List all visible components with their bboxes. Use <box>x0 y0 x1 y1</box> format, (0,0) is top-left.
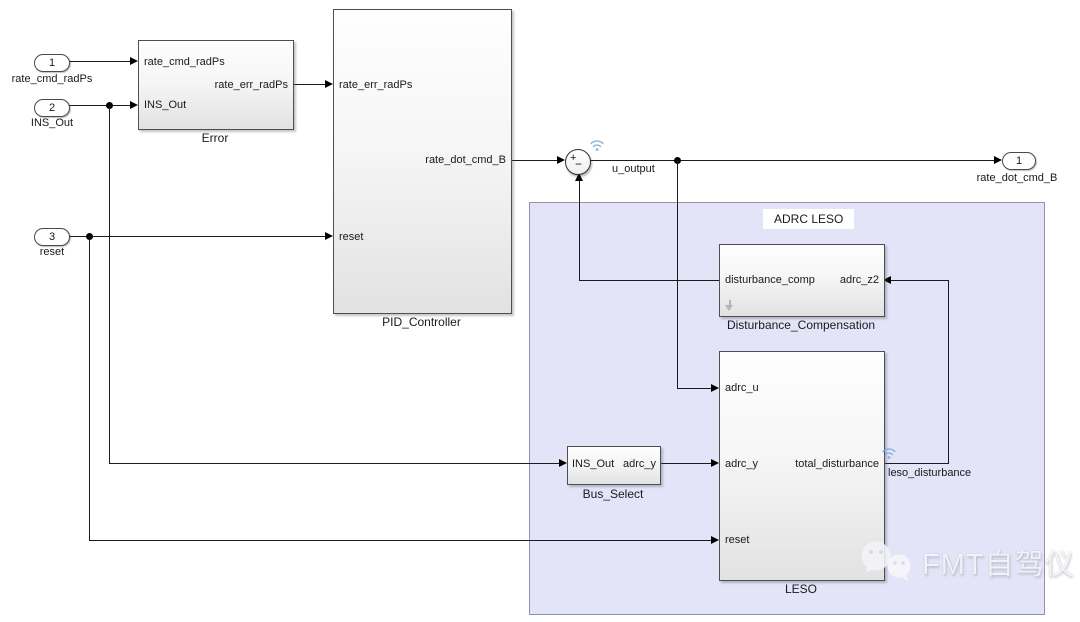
wire-feedback-vertical[interactable] <box>948 280 949 464</box>
wire-insout-to-busselect[interactable] <box>109 463 559 464</box>
leso-port-in3: reset <box>725 534 750 546</box>
arrowhead <box>575 173 583 181</box>
wire-busselect-to-leso[interactable] <box>659 463 711 464</box>
disturbance-compensation-block[interactable]: disturbance_comp adrc_z2 <box>719 244 885 317</box>
inport-1[interactable]: 1 <box>34 54 70 72</box>
inport-3-label: reset <box>39 246 65 258</box>
arrowhead <box>325 80 333 88</box>
wire-reset-to-leso[interactable] <box>89 540 711 541</box>
wire-uoutput-to-leso[interactable] <box>677 388 711 389</box>
leso-port-out1: total_disturbance <box>795 458 879 470</box>
sum-block[interactable]: + − <box>565 149 591 175</box>
pid-controller-block-name: PID_Controller <box>382 315 461 329</box>
arrowhead <box>325 232 333 240</box>
adrc-leso-region-label[interactable]: ADRC LESO <box>763 209 855 229</box>
down-arrow-icon <box>725 300 734 312</box>
arrowhead <box>883 276 891 284</box>
inport-2[interactable]: 2 <box>34 99 70 117</box>
arrowhead <box>559 459 567 467</box>
error-port-out1: rate_err_radPs <box>214 79 288 91</box>
outport-1[interactable]: 1 <box>1002 152 1036 170</box>
arrowhead <box>711 384 719 392</box>
wire-dc-out-horizontal[interactable] <box>579 280 719 281</box>
dc-port-in1: adrc_z2 <box>839 274 879 286</box>
arrowhead <box>557 156 565 164</box>
bus-select-block[interactable]: INS_Out adrc_y <box>567 446 661 485</box>
wire-reset-to-pid[interactable] <box>68 236 325 237</box>
arrowhead <box>711 536 719 544</box>
signal-logging-icon[interactable] <box>589 139 605 153</box>
leso-block-name: LESO <box>784 582 817 596</box>
wire-feedback-to-dc[interactable] <box>891 280 948 281</box>
wechat-icon <box>861 541 911 581</box>
wire-inport1-to-error[interactable] <box>68 61 131 62</box>
pid-port-in2: reset <box>339 231 364 243</box>
signal-label-leso-disturbance: leso_disturbance <box>888 467 972 479</box>
inport-2-number: 2 <box>48 102 56 114</box>
wire-inport2-to-error[interactable] <box>68 105 131 106</box>
leso-port-in2: adrc_y <box>725 458 759 470</box>
watermark-text: FMT自驾仪 <box>922 549 1075 581</box>
inport-3-number: 3 <box>48 231 56 243</box>
signal-logging-icon[interactable] <box>881 447 897 461</box>
leso-port-in1: adrc_u <box>725 382 759 394</box>
arrowhead <box>711 459 719 467</box>
watermark: FMT自驾仪 <box>858 538 1075 586</box>
wire-error-to-pid[interactable] <box>292 84 325 85</box>
inport-1-number: 1 <box>48 57 56 69</box>
arrowhead <box>130 101 138 109</box>
disturbance-compensation-block-name: Disturbance_Compensation <box>726 318 876 332</box>
error-block-name: Error <box>201 131 229 145</box>
inport-2-label: INS_Out <box>30 117 74 129</box>
sum-plus-sign: + <box>570 152 577 164</box>
sum-minus-sign: − <box>575 157 583 171</box>
wire-insout-branch-vertical[interactable] <box>109 105 110 463</box>
bus-port-out1: adrc_y <box>622 458 656 470</box>
bus-port-in1: INS_Out <box>572 458 615 470</box>
wire-uoutput-branch-vertical[interactable] <box>677 160 678 388</box>
inport-3[interactable]: 3 <box>34 228 70 246</box>
wire-leso-out-horizontal[interactable] <box>883 463 948 464</box>
wire-dc-to-sum-vertical[interactable] <box>579 181 580 280</box>
error-block[interactable]: rate_cmd_radPs INS_Out rate_err_radPs <box>138 40 294 130</box>
bus-select-block-name: Bus_Select <box>582 487 644 501</box>
pid-port-in1: rate_err_radPs <box>339 79 413 91</box>
pid-controller-block[interactable]: rate_err_radPs reset rate_dot_cmd_B <box>333 9 512 314</box>
pid-port-out1: rate_dot_cmd_B <box>425 154 506 166</box>
arrowhead <box>994 156 1002 164</box>
leso-block[interactable]: adrc_u adrc_y reset total_disturbance <box>719 351 885 581</box>
wire-sum-to-outport[interactable] <box>589 160 994 161</box>
arrowhead <box>130 57 138 65</box>
outport-1-label: rate_dot_cmd_B <box>976 172 1058 184</box>
error-port-in2: INS_Out <box>144 99 187 111</box>
dc-port-out1: disturbance_comp <box>725 274 815 286</box>
wire-pid-to-sum[interactable] <box>510 160 557 161</box>
signal-label-u-output: u_output <box>612 163 655 175</box>
inport-1-label: rate_cmd_radPs <box>11 73 93 85</box>
wire-reset-branch-vertical[interactable] <box>89 236 90 540</box>
error-port-in1: rate_cmd_radPs <box>144 56 225 68</box>
outport-1-number: 1 <box>1015 155 1023 167</box>
